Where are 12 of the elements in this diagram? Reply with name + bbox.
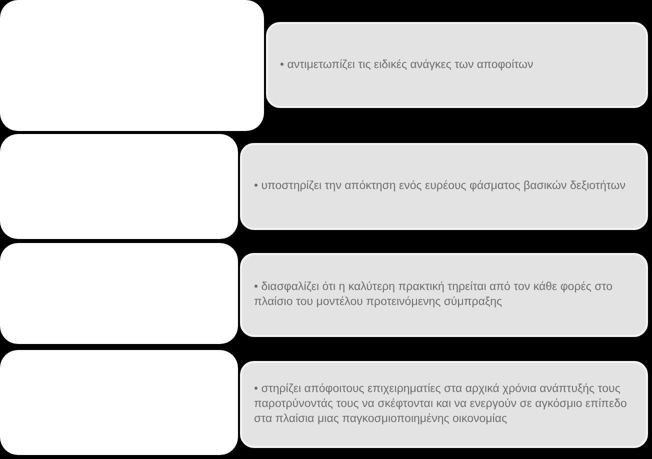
rounded-box — [0, 0, 264, 131]
text-panel — [240, 253, 648, 337]
rounded-box — [0, 134, 238, 239]
rounded-box — [0, 350, 238, 455]
text-panel — [266, 22, 648, 108]
bullet-text: • υποστηρίζει την απόκτηση ενός ευρέους φάσματος βασικών δεξιοτήτων — [254, 179, 626, 194]
bullet-text: • διασφαλίζει ότι η καλύτερη πρακτική τηρείται από τον κάθε φορές στο πλαίσιο του μοντέλου προτεινόμενης σύμπραξης — [254, 280, 614, 310]
text-panel — [240, 143, 648, 230]
text-panel — [240, 361, 648, 448]
bullet-text: • στηρίζει απόφοιτους επιχειρηματίες στα αρχικά χρόνια ανάπτυξής τους παροτρύνοντάς τους να σκέφτονται και να ενεργούν σε αγκόσμιο επίπεδο στα πλαίσια μιας παγκοσμιοποιημένης οικονομίας — [254, 382, 628, 427]
rounded-box — [0, 243, 238, 344]
bullet-text: • αντιμετωπίζει τις ειδικές ανάγκες των αποφοίτων — [280, 58, 534, 72]
